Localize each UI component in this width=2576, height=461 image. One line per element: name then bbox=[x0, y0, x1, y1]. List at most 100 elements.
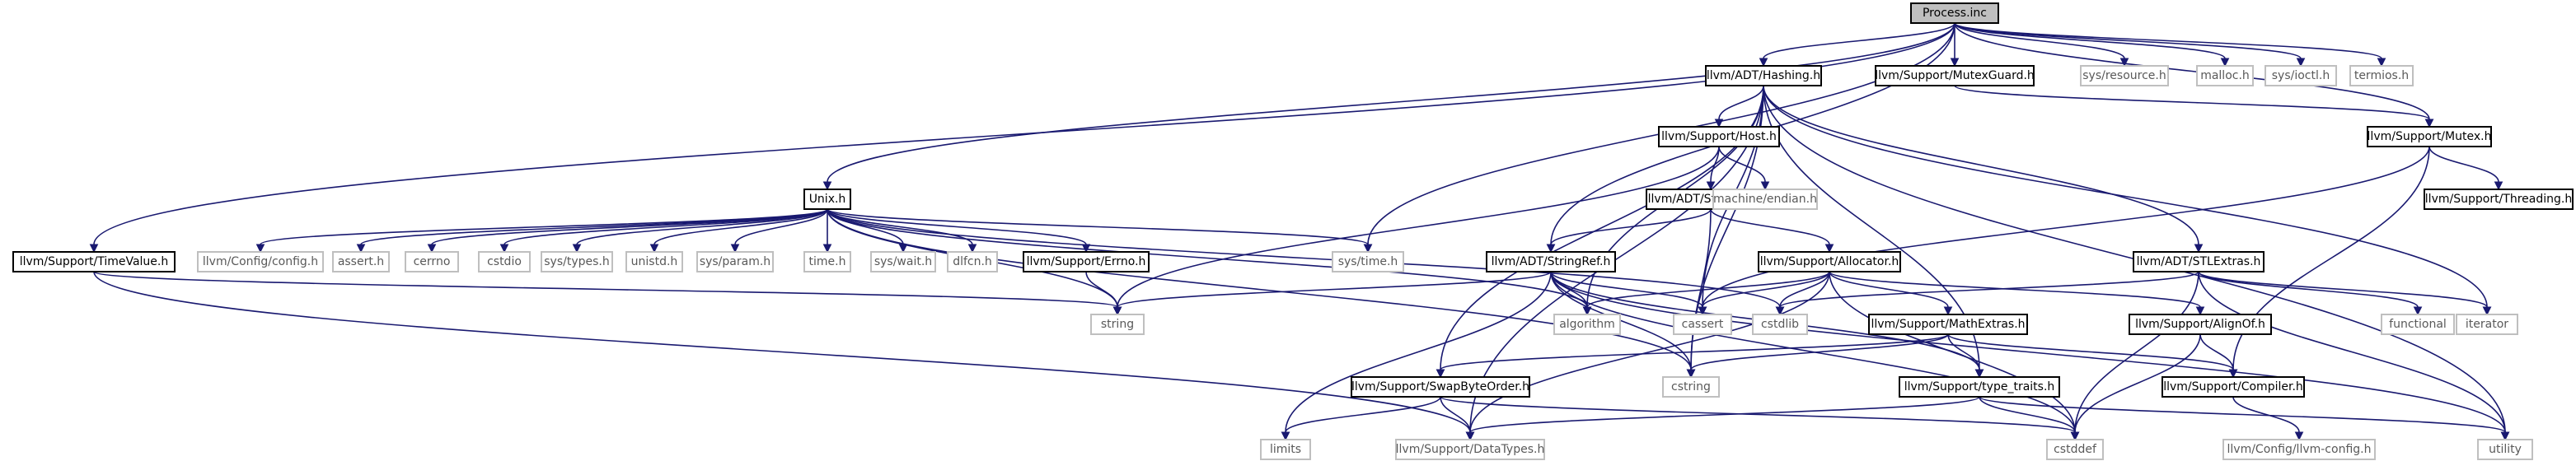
node-config: llvm/Config/config.h bbox=[197, 251, 324, 272]
node-unix[interactable]: Unix.h bbox=[803, 189, 851, 210]
edge-compiler-to-llvmconfig bbox=[2232, 396, 2304, 441]
node-label: cassert bbox=[1682, 318, 1724, 331]
node-dlfcn: dlfcn.h bbox=[947, 251, 998, 272]
node-box bbox=[1752, 314, 1808, 335]
node-errno[interactable]: llvm/Support/Errno.h bbox=[1023, 251, 1150, 272]
node-label: llvm/Config/llvm-config.h bbox=[2227, 443, 2372, 456]
edge-mutex-to-threading bbox=[2428, 146, 2503, 191]
node-label: llvm/Config/config.h bbox=[203, 255, 318, 268]
node-stringref[interactable]: llvm/ADT/StringRef.h bbox=[1486, 251, 1616, 272]
node-box bbox=[2477, 439, 2533, 460]
node-mutexguard[interactable]: llvm/Support/MutexGuard.h bbox=[1875, 65, 2035, 86]
edge-unix-to-timeh bbox=[822, 209, 832, 254]
node-cassert: cassert bbox=[1673, 314, 1732, 335]
edge-process-to-timevalue bbox=[89, 22, 1955, 254]
node-datatypes: llvm/Support/DataTypes.h bbox=[1395, 439, 1545, 460]
node-box bbox=[1260, 439, 1311, 460]
node-mutex[interactable]: llvm/Support/Mutex.h bbox=[2367, 126, 2492, 147]
node-timevalue[interactable]: llvm/Support/TimeValue.h bbox=[12, 251, 176, 272]
edge-process-to-sysresource bbox=[1954, 22, 2129, 68]
edge-timevalue-to-datatypes bbox=[93, 271, 1475, 441]
node-timeh: time.h bbox=[803, 251, 851, 272]
edge-line bbox=[1550, 208, 1712, 245]
node-label: Unix.h bbox=[809, 193, 846, 206]
edge-arrowhead bbox=[1706, 181, 1716, 191]
edge-arrowhead bbox=[1281, 431, 1290, 441]
node-termios: termios.h bbox=[2349, 65, 2414, 86]
edge-arrowhead bbox=[1824, 244, 1834, 254]
edge-stringref-to-cassert bbox=[1550, 271, 1707, 316]
node-label: sys/wait.h bbox=[874, 255, 932, 268]
edge-arrowhead bbox=[2070, 431, 2080, 441]
node-box bbox=[2196, 65, 2254, 86]
edge-mathextras-to-swapbyteorder bbox=[1436, 333, 1949, 379]
edge-arrowhead bbox=[898, 244, 908, 254]
node-label: algorithm bbox=[1559, 318, 1615, 331]
edge-line bbox=[1954, 22, 2382, 59]
node-label: llvm/ADT/STLExtras.h bbox=[2137, 255, 2261, 268]
node-mathextras[interactable]: llvm/Support/MathExtras.h bbox=[1868, 314, 2028, 335]
node-label: llvm/Support/SwapByteOrder.h bbox=[1351, 380, 1529, 393]
edge-line bbox=[2074, 271, 2199, 433]
node-box bbox=[870, 251, 936, 272]
edge-line bbox=[576, 208, 828, 245]
edge-allocator-to-cassert bbox=[1698, 271, 1830, 316]
node-malloc: malloc.h bbox=[2196, 65, 2254, 86]
node-allocator[interactable]: llvm/Support/Allocator.h bbox=[1758, 251, 1901, 272]
edge-line bbox=[1947, 333, 2234, 370]
edge-line bbox=[1954, 22, 2430, 120]
edge-line bbox=[1469, 271, 1830, 433]
edge-line bbox=[1440, 396, 2076, 433]
node-box bbox=[1395, 439, 1545, 460]
node-label: llvm/ADT/Hashing.h bbox=[1707, 69, 1820, 82]
edge-alignof-to-compiler bbox=[2199, 333, 2238, 379]
edge-timevalue-to-string bbox=[93, 271, 1122, 316]
node-process[interactable]: Process.inc bbox=[1910, 2, 1999, 24]
edge-arrowhead bbox=[2296, 58, 2306, 68]
node-box bbox=[2222, 439, 2376, 460]
node-box bbox=[1658, 126, 1780, 147]
edge-stlextras-to-functional bbox=[2198, 271, 2423, 316]
node-box bbox=[2129, 314, 2272, 335]
edge-line bbox=[1550, 271, 1703, 308]
edge-arrowhead bbox=[1775, 306, 1785, 316]
edge-line bbox=[1763, 85, 2488, 308]
node-label: llvm/Support/Host.h bbox=[1661, 130, 1777, 143]
node-box bbox=[1486, 251, 1616, 272]
node-host[interactable]: llvm/Support/Host.h bbox=[1658, 126, 1780, 147]
edge-stringmap-to-allocator bbox=[1710, 208, 1834, 254]
edge-line bbox=[827, 208, 1087, 245]
node-label: llvm/Support/Compiler.h bbox=[2163, 380, 2303, 393]
node-stlextras[interactable]: llvm/ADT/STLExtras.h bbox=[2133, 251, 2265, 272]
node-threading[interactable]: llvm/Support/Threading.h bbox=[2424, 189, 2574, 210]
node-alignof[interactable]: llvm/Support/AlignOf.h bbox=[2129, 314, 2272, 335]
node-hashing[interactable]: llvm/ADT/Hashing.h bbox=[1705, 65, 1822, 86]
edge-line bbox=[1117, 271, 1552, 308]
edge-allocator-to-algorithm bbox=[1582, 271, 1830, 316]
node-box bbox=[1090, 314, 1145, 335]
edge-line bbox=[2198, 271, 2488, 308]
node-box bbox=[803, 189, 851, 210]
edge-line bbox=[1954, 85, 2430, 120]
edge-process-to-termios bbox=[1954, 22, 2386, 68]
edge-line bbox=[1979, 396, 2506, 433]
edge-line bbox=[653, 208, 828, 245]
node-box bbox=[2080, 65, 2169, 86]
edge-unix-to-cstdio bbox=[499, 208, 828, 254]
node-cstdlib: cstdlib bbox=[1752, 314, 1808, 335]
node-compiler[interactable]: llvm/Support/Compiler.h bbox=[2161, 376, 2305, 398]
edge-line bbox=[2198, 271, 2506, 433]
edge-arrowhead bbox=[1465, 431, 1475, 441]
edge-unix-to-sysparam bbox=[730, 208, 828, 254]
edge-mathextras-to-compiler bbox=[1947, 333, 2238, 379]
edge-arrowhead bbox=[2377, 58, 2386, 68]
node-box bbox=[2349, 65, 2414, 86]
edge-line bbox=[1710, 208, 1830, 245]
edge-unix-to-cerrno bbox=[427, 208, 828, 254]
node-box bbox=[2046, 439, 2104, 460]
node-llvmconfig: llvm/Config/llvm-config.h bbox=[2222, 439, 2376, 460]
edge-arrowhead bbox=[1582, 306, 1592, 316]
edge-line bbox=[1829, 271, 2076, 433]
node-typetraits[interactable]: llvm/Support/type_traits.h bbox=[1899, 376, 2060, 398]
node-swapbyteorder[interactable]: llvm/Support/SwapByteOrder.h bbox=[1351, 376, 1530, 398]
